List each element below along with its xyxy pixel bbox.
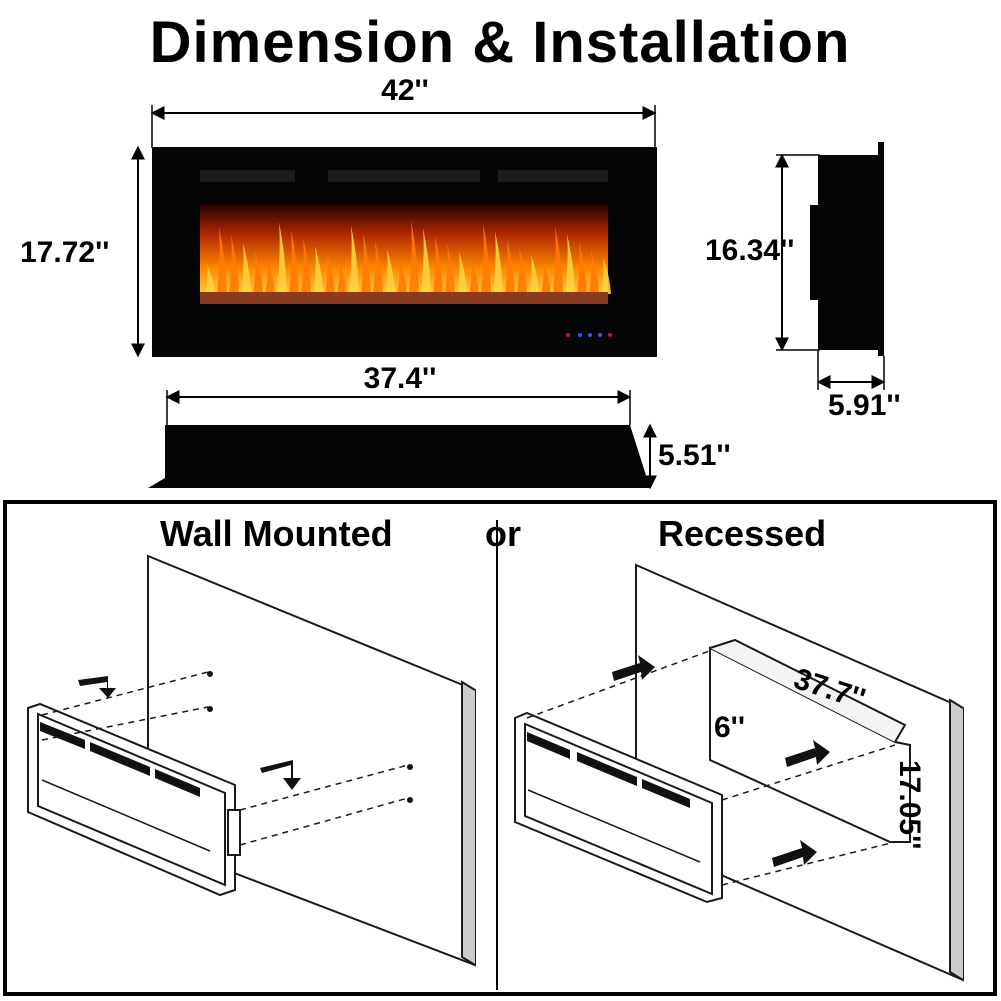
- flame-tongue: [577, 242, 587, 294]
- flame-tongue: [265, 259, 275, 294]
- front-width-label: 42'': [381, 74, 429, 107]
- bottom-view: 37.4'' 5.51'': [148, 362, 731, 490]
- flame-tongue: [229, 235, 239, 294]
- flames: [205, 220, 611, 294]
- page-title: Dimension & Installation: [150, 10, 851, 75]
- flame-tongue: [493, 231, 503, 294]
- flame-tongue: [301, 238, 311, 294]
- recess-depth-label: 6'': [714, 711, 745, 744]
- flame-tongue: [409, 220, 419, 294]
- flame-tongue: [289, 230, 299, 294]
- flame-tongue: [541, 263, 551, 294]
- recessed-label: Recessed: [658, 513, 826, 554]
- flame-tongue: [421, 228, 431, 294]
- screw-icon: [207, 671, 413, 803]
- ember-bed: [200, 292, 608, 304]
- flame-tongue: [241, 243, 251, 294]
- flame-tongue: [433, 236, 443, 294]
- flame-tongue: [325, 254, 335, 294]
- flame-tongue: [553, 226, 563, 294]
- flame-tongue: [505, 239, 515, 294]
- top-vents: [200, 170, 608, 182]
- fireplace-body-bottom: [148, 425, 650, 488]
- side-height-label: 16.34'': [705, 234, 794, 267]
- flame-tongue: [205, 264, 215, 294]
- flame-tongue: [253, 251, 263, 294]
- or-label: or: [485, 513, 521, 554]
- flame-tongue: [361, 233, 371, 294]
- front-view: 42'' 17.72'': [20, 74, 657, 358]
- arrow-right-icon: [612, 655, 830, 867]
- flame-tongue: [517, 247, 527, 294]
- front-height-label: 17.72'': [20, 236, 109, 269]
- depth-bottom-label: 5.51'': [658, 439, 731, 472]
- fireplace-side-panel: [818, 142, 884, 356]
- flame-tongue: [589, 250, 599, 294]
- flame-tongue: [469, 260, 479, 294]
- flame-tongue: [337, 262, 347, 294]
- recessed-illustration: [514, 563, 964, 982]
- flame-tongue: [445, 244, 455, 294]
- inner-width-label: 37.4'': [364, 362, 437, 395]
- arrow-down-icon: [78, 676, 116, 698]
- arrow-down-icon: [260, 760, 301, 790]
- flame-tongue: [481, 223, 491, 294]
- wall-mounted-illustration: [27, 554, 476, 967]
- flame-tongue: [349, 225, 359, 294]
- recess-height-label: 17.05'': [893, 760, 926, 849]
- installation-frame: [3, 500, 997, 996]
- wall-panel-left: [147, 554, 476, 967]
- flame-tongue: [529, 255, 539, 294]
- wall-mounted-label: Wall Mounted: [160, 513, 393, 554]
- flame-tongue: [313, 246, 323, 294]
- flame-tongue: [373, 241, 383, 294]
- control-lights: [566, 333, 612, 337]
- flame-tongue: [457, 252, 467, 294]
- flame-tongue: [385, 249, 395, 294]
- flame-tongue: [217, 227, 227, 294]
- flame-tongue: [397, 257, 407, 294]
- flame-tongue: [601, 258, 611, 294]
- flame-tongue: [277, 222, 287, 294]
- flame-tongue: [565, 234, 575, 294]
- side-view: 16.34'' 5.91'': [705, 142, 901, 422]
- side-depth-label: 5.91'': [828, 389, 901, 422]
